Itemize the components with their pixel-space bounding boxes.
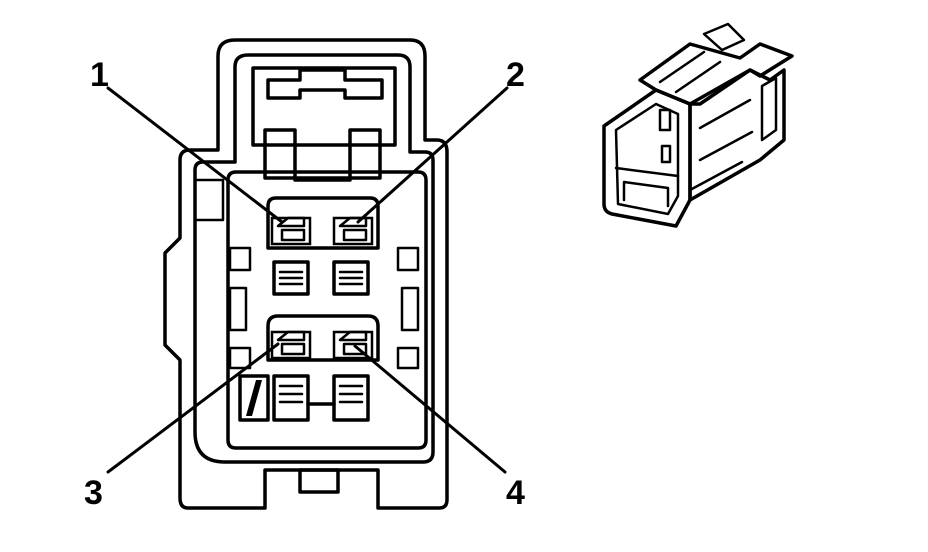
iso-lock-window-lower (660, 144, 672, 164)
side-slot-right-3 (396, 346, 420, 370)
iso-lock-window (658, 108, 672, 132)
iso-side-latch (760, 76, 778, 142)
bottom-tab (298, 468, 340, 494)
callout-label-3: 3 (84, 474, 103, 512)
latch-outer (251, 66, 397, 147)
latch-window (263, 128, 382, 182)
latch-tab (266, 68, 384, 100)
callout-labels: 1 2 3 4 (84, 56, 525, 512)
iso-front-slot (622, 180, 670, 208)
cavity-frame (226, 170, 428, 450)
terminal-lock-1 (272, 260, 310, 296)
callout-leaders (106, 86, 509, 474)
side-slot-left-1 (193, 178, 225, 222)
callout-label-2: 2 (506, 56, 525, 94)
callout-label-1: 1 (90, 56, 109, 94)
side-slot-right-2 (400, 286, 420, 332)
connector-inner-housing (193, 53, 435, 464)
terminal-cavity-2 (332, 216, 374, 246)
leader-line-1 (106, 86, 284, 224)
side-slot-left-2 (228, 246, 252, 272)
leader-line-4 (353, 344, 507, 474)
callout-label-4: 4 (506, 474, 525, 512)
terminal-cavity-3 (270, 330, 312, 360)
lower-terminal-shroud (266, 314, 380, 362)
keying-slot (238, 374, 270, 422)
side-slot-left-4 (228, 346, 252, 370)
terminal-lock-3 (272, 374, 310, 422)
side-slot-left-3 (228, 286, 248, 332)
side-slot-right-1 (396, 246, 420, 272)
connector-isometric-view (602, 22, 794, 228)
terminal-lock-2 (332, 260, 370, 296)
iso-front-rib (614, 166, 680, 178)
leader-line-3 (106, 342, 280, 474)
iso-top-ridge (658, 22, 746, 94)
iso-front-inner (614, 102, 680, 216)
connector-outer-housing (163, 38, 449, 510)
terminal-lock-4 (332, 374, 370, 422)
iso-side-face (688, 68, 786, 202)
terminal-cavity-1 (270, 216, 312, 246)
iso-top-face (638, 42, 794, 106)
iso-side-rib (688, 98, 754, 192)
connector-face-view (163, 38, 449, 510)
leader-line-2 (356, 86, 509, 224)
